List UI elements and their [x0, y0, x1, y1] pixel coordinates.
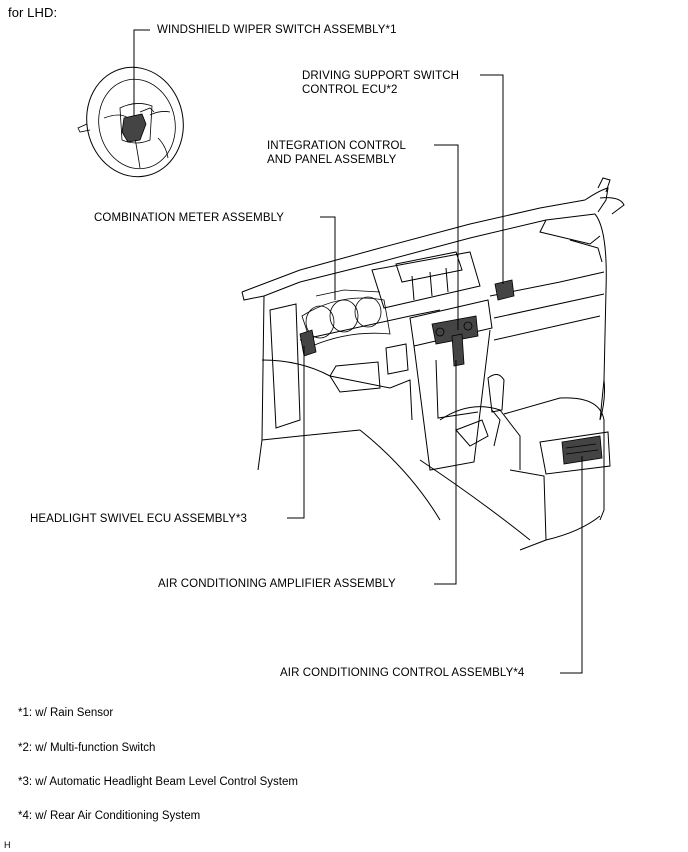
integration-panel-part	[431, 315, 479, 367]
label-driving-support-line1: DRIVING SUPPORT SWITCH	[302, 70, 460, 82]
label-combination-meter: COMBINATION METER ASSEMBLY	[94, 212, 285, 224]
label-ac-amplifier: AIR CONDITIONING AMPLIFIER ASSEMBLY	[158, 578, 396, 590]
variant-label: for LHD:	[8, 5, 58, 20]
ac-control-part	[561, 435, 603, 465]
label-integration-line2: AND PANEL ASSEMBLY	[267, 154, 397, 166]
footnote-2: *2: w/ Multi-function Switch	[18, 742, 156, 754]
footnote-1: *1: w/ Rain Sensor	[18, 707, 114, 719]
leader-lines	[133, 29, 583, 674]
dashboard-outline	[241, 177, 625, 551]
steering-wheel-illustration	[77, 66, 184, 178]
combination-meter-part	[299, 289, 391, 357]
wiper-switch-part	[121, 107, 155, 143]
figure-code: H	[4, 840, 11, 850]
footnote-3: *3: w/ Automatic Headlight Beam Level Co…	[18, 776, 298, 788]
label-windshield-wiper-switch: WINDSHIELD WIPER SWITCH ASSEMBLY*1	[157, 24, 397, 36]
footnote-4: *4: w/ Rear Air Conditioning System	[18, 810, 201, 822]
label-headlight-swivel-ecu: HEADLIGHT SWIVEL ECU ASSEMBLY*3	[30, 513, 247, 525]
label-integration-line1: INTEGRATION CONTROL	[267, 140, 407, 152]
label-ac-control: AIR CONDITIONING CONTROL ASSEMBLY*4	[280, 667, 525, 679]
driving-support-part	[494, 279, 515, 301]
label-driving-support-line2: CONTROL ECU*2	[302, 84, 398, 96]
